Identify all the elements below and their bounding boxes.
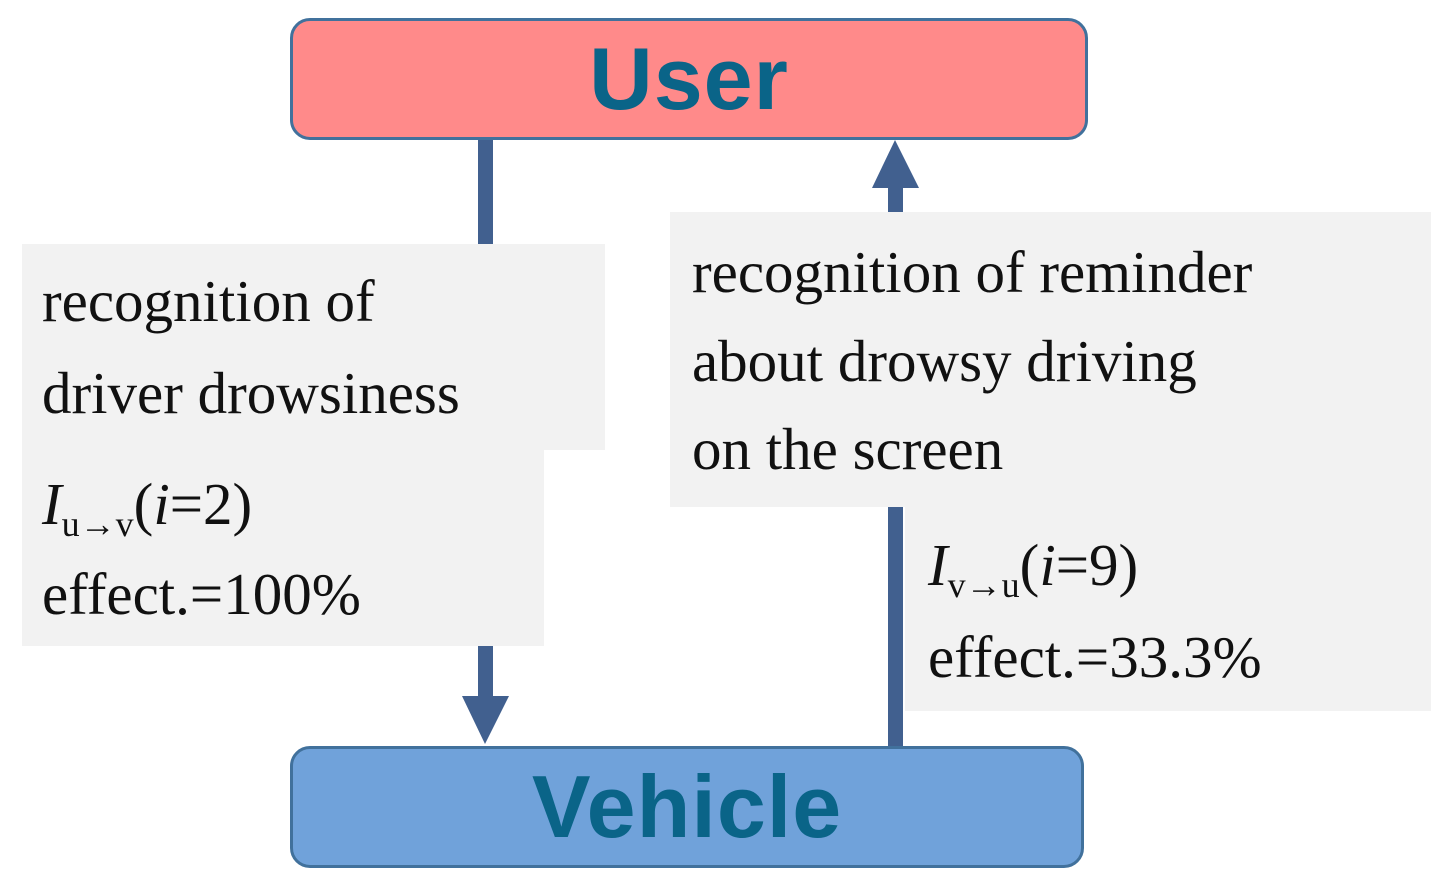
left-note-lower-bg (22, 448, 544, 646)
right-effect: effect.=33.3% (928, 624, 1262, 690)
right-line-2: about drowsy driving (692, 328, 1197, 394)
right-metric-open: ( (1019, 532, 1040, 598)
left-note-upper-bg (22, 244, 605, 450)
right-note-lower-bg (905, 505, 1431, 711)
right-metric: Iv→u(i=9) (928, 536, 1138, 605)
right-line-1: recognition of reminder (692, 239, 1253, 305)
right-line-3: on the screen (692, 416, 1004, 482)
right-metric-subscript: v→u (947, 565, 1020, 605)
user-to-vehicle-arrow (462, 140, 509, 744)
left-effect: effect.=100% (42, 561, 361, 627)
vehicle-label: Vehicle (531, 757, 843, 856)
left-line-2: driver drowsiness (42, 360, 460, 426)
left-metric-open: ( (133, 471, 154, 537)
user-node: User (290, 18, 1088, 140)
left-line-1: recognition of (42, 268, 375, 334)
left-metric-symbol: I (42, 471, 62, 537)
left-metric: Iu→v(i=2) (42, 475, 252, 544)
left-metric-value: =2) (169, 471, 253, 537)
right-note-upper-bg (670, 212, 1431, 507)
vehicle-node: Vehicle (290, 746, 1084, 868)
right-metric-value: =9) (1055, 532, 1139, 598)
vehicle-to-user-arrow (872, 140, 919, 748)
right-metric-symbol: I (928, 532, 948, 598)
user-label: User (589, 29, 789, 128)
left-metric-subscript: u→v (61, 504, 134, 544)
right-metric-var: i (1039, 532, 1056, 598)
left-metric-var: i (153, 471, 170, 537)
